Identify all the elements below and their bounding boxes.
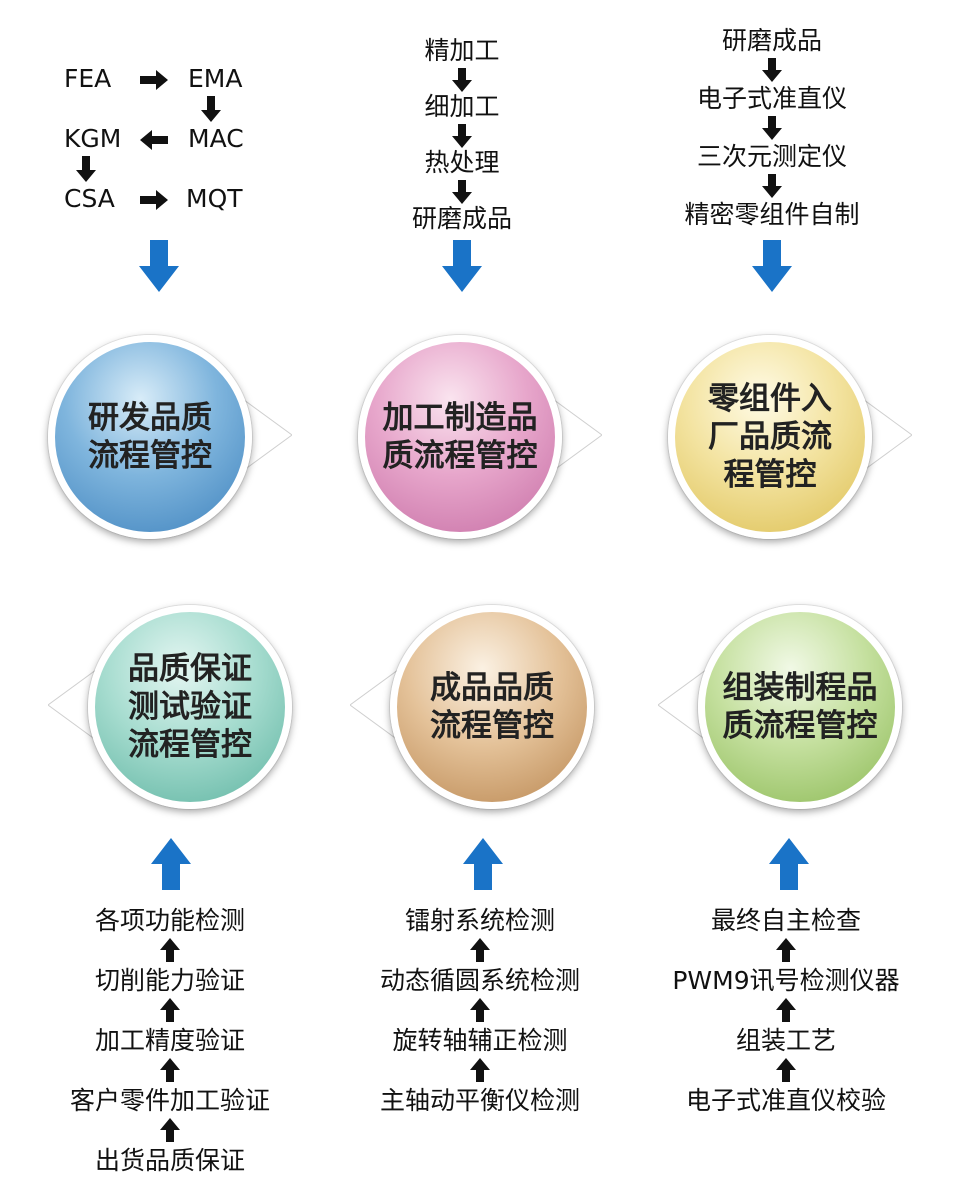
flow-step: 出货品质保证: [94, 1146, 246, 1175]
big-arrow-down-icon: [752, 240, 792, 292]
arrow-left-icon: [140, 130, 168, 150]
ema-label: EMA: [188, 64, 243, 93]
fea-label: FEA: [64, 64, 112, 93]
big-arrow-down-icon: [139, 240, 179, 292]
flow-step: 客户零件加工验证: [69, 1086, 271, 1115]
flow-step: 组装工艺: [735, 1026, 837, 1055]
arrow-up-icon: [776, 998, 796, 1022]
arrow-down-icon: [762, 116, 782, 140]
flow-step: 精加工: [424, 36, 500, 65]
flow-step: 研磨成品: [411, 204, 513, 233]
flow-step: 热处理: [424, 148, 500, 177]
arrow-up-icon: [160, 1058, 180, 1082]
big-arrow-down-icon: [442, 240, 482, 292]
kgm-label: KGM: [64, 124, 122, 153]
arrow-up-icon: [160, 998, 180, 1022]
flow-step: 研磨成品: [721, 26, 823, 55]
flow-step: 各项功能检测: [94, 906, 246, 935]
process-circle-incoming-parts: 零组件入厂品质流程管控: [660, 335, 912, 539]
big-arrow-up-icon: [463, 838, 503, 890]
flow-step: 精密零组件自制: [684, 200, 860, 229]
flow-step: 三次元测定仪: [696, 142, 848, 171]
arrow-down-icon: [452, 68, 472, 92]
arrow-down-icon: [201, 96, 221, 122]
flow-step: 加工精度验证: [94, 1026, 246, 1055]
arrow-up-icon: [776, 1058, 796, 1082]
arrow-down-icon: [452, 124, 472, 148]
mqt-label: MQT: [186, 184, 243, 213]
process-circle-assembly: 组装制程品质流程管控: [658, 605, 908, 809]
arrow-down-icon: [76, 156, 96, 182]
flow-step: 电子式准直仪校验: [685, 1086, 887, 1115]
flow-step: 切削能力验证: [94, 966, 246, 995]
flow-step: PWM9讯号检测仪器: [672, 966, 900, 995]
arrow-right-icon: [140, 70, 168, 90]
flow-step: 旋转轴辅正检测: [392, 1026, 568, 1055]
flow-step: 主轴动平衡仪检测: [379, 1086, 581, 1115]
arrow-right-icon: [140, 190, 168, 210]
big-arrow-up-icon: [769, 838, 809, 890]
arrow-up-icon: [470, 998, 490, 1022]
process-circle-manufacturing: 加工制造品质流程管控: [350, 335, 602, 539]
process-circle-finished-product: 成品品质流程管控: [350, 605, 600, 809]
arrow-down-icon: [762, 174, 782, 198]
process-circle-qa-testing: 品质保证测试验证流程管控: [48, 605, 298, 809]
arrow-down-icon: [762, 58, 782, 82]
arrow-up-icon: [470, 1058, 490, 1082]
flow-step: 最终自主检查: [710, 906, 862, 935]
csa-label: CSA: [64, 184, 115, 213]
big-arrow-up-icon: [151, 838, 191, 890]
mac-label: MAC: [188, 124, 244, 153]
flow-step: 电子式准直仪: [696, 84, 848, 113]
flow-step: 细加工: [424, 92, 500, 121]
arrow-down-icon: [452, 180, 472, 204]
arrow-up-icon: [160, 938, 180, 962]
arrow-up-icon: [776, 938, 796, 962]
arrow-up-icon: [160, 1118, 180, 1142]
flow-step: 动态循圆系统检测: [379, 966, 581, 995]
process-circle-rd: 研发品质流程管控: [40, 335, 292, 539]
flow-step: 镭射系统检测: [404, 906, 556, 935]
arrow-up-icon: [470, 938, 490, 962]
